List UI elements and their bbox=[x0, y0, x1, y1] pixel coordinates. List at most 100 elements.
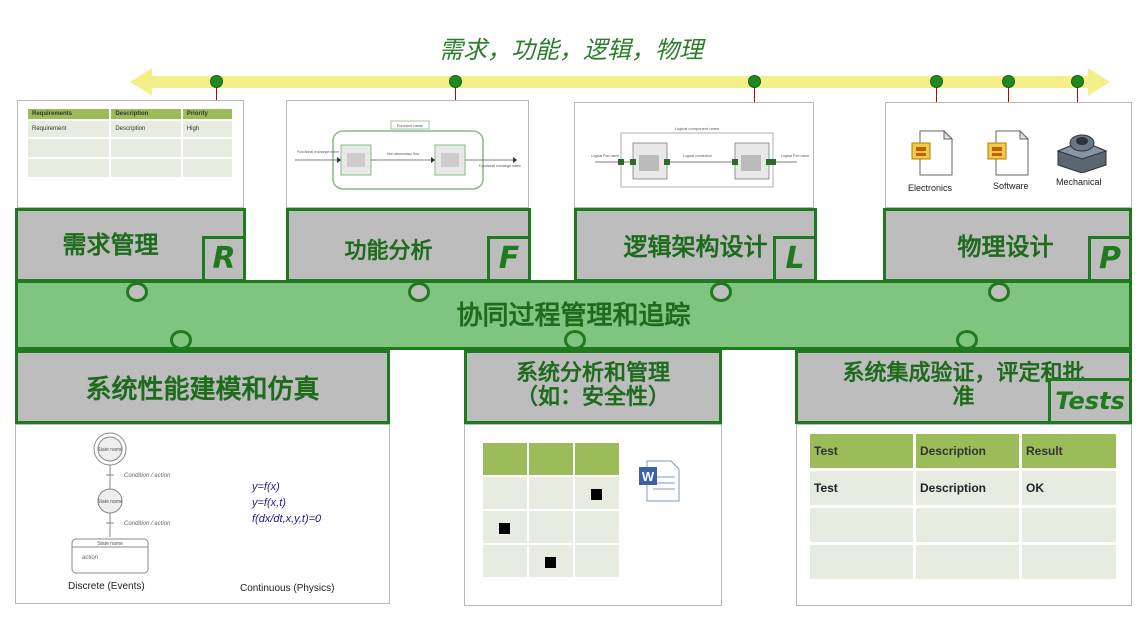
state-machine-diagram: State name Condition / action State name… bbox=[71, 432, 171, 574]
letter-badge: L bbox=[773, 236, 817, 282]
equation: y=f(x,t) bbox=[252, 497, 286, 509]
letter-badge: Tests bbox=[1048, 378, 1132, 424]
letter-badge: P bbox=[1088, 236, 1132, 282]
puzzle-knob bbox=[710, 282, 732, 302]
box-label: 系统集成验证，评定和批 bbox=[842, 361, 1085, 386]
function-label: Function name bbox=[397, 123, 424, 128]
tests-card: Test Description Result Test Description… bbox=[796, 424, 1132, 606]
puzzle-knob bbox=[126, 282, 148, 302]
grid-mark bbox=[499, 523, 510, 534]
box-label: 系统分析和管理 bbox=[515, 361, 670, 386]
timeline-title: 需求，功能，逻辑，物理 bbox=[439, 36, 703, 64]
table-header: Requirements bbox=[28, 109, 110, 119]
functional-analysis-box: 功能分析 F bbox=[286, 208, 531, 282]
tests-table: Test Description Result Test Description… bbox=[807, 431, 1119, 582]
continuous-label: Continuous (Physics) bbox=[240, 583, 335, 594]
box-label: 逻辑架构设计 bbox=[623, 233, 768, 261]
logical-card: Logical component name Logical Port name… bbox=[574, 102, 814, 208]
state-label: State name bbox=[97, 447, 123, 453]
table-cell: Description bbox=[916, 471, 1019, 505]
table-header: Test bbox=[810, 434, 913, 468]
state-label: State name bbox=[97, 541, 123, 547]
port-label: Logical Port name bbox=[781, 154, 809, 158]
timeline-dot bbox=[449, 75, 462, 88]
software-icon bbox=[987, 129, 1030, 176]
timeline-dot bbox=[930, 75, 943, 88]
table-header: Description bbox=[111, 109, 181, 119]
logical-diagram: Logical component name Logical Port name… bbox=[591, 126, 809, 188]
table-header: Result bbox=[1022, 434, 1116, 468]
physical-label-mechanical: Mechanical bbox=[1056, 177, 1102, 187]
box-label: 需求管理 bbox=[62, 231, 159, 259]
physical-label-electronics: Electronics bbox=[908, 183, 953, 193]
document-icon: W bbox=[639, 460, 680, 502]
box-label: （如：安全性） bbox=[515, 385, 670, 410]
letter-badge: R bbox=[202, 236, 246, 282]
logical-component-label: Logical component name bbox=[675, 126, 720, 131]
analysis-grid bbox=[483, 443, 619, 577]
logical-architecture-box: 逻辑架构设计 L bbox=[574, 208, 817, 282]
requirements-card: Requirements Description Priority Requir… bbox=[17, 100, 244, 208]
grid-cell bbox=[529, 477, 573, 509]
table-header: Priority bbox=[182, 109, 232, 119]
table-cell: Description bbox=[111, 121, 181, 137]
physical-design-box: 物理设计 P bbox=[883, 208, 1132, 282]
condition-label: Condition / action bbox=[124, 521, 171, 527]
action-label: action bbox=[82, 555, 99, 561]
connection-label: Logical connection bbox=[683, 154, 712, 158]
grid-cell bbox=[483, 477, 527, 509]
puzzle-knob bbox=[408, 282, 430, 302]
performance-modeling-box: 系统性能建模和仿真 bbox=[15, 350, 390, 424]
electronics-icon bbox=[911, 129, 954, 176]
discrete-label: Discrete (Events) bbox=[68, 581, 145, 592]
equation: f(dx/dt,x,y,t)=0 bbox=[252, 513, 322, 525]
timeline-dot bbox=[748, 75, 761, 88]
table-cell: OK bbox=[1022, 471, 1116, 505]
grid-cell bbox=[529, 511, 573, 543]
state-label: State name bbox=[97, 499, 123, 505]
physical-label-software: Software bbox=[993, 181, 1029, 191]
puzzle-knob bbox=[988, 282, 1010, 302]
table-cell: Requirement bbox=[28, 121, 110, 137]
requirements-management-box: 需求管理 R bbox=[15, 208, 246, 282]
grid-cell bbox=[575, 511, 619, 543]
condition-label: Condition / action bbox=[124, 473, 171, 479]
letter-badge: F bbox=[487, 236, 531, 282]
timeline-dot bbox=[210, 75, 223, 88]
equation: y=f(x) bbox=[252, 481, 280, 493]
port-label: Logical Port name bbox=[591, 154, 619, 158]
table-header: Description bbox=[916, 434, 1019, 468]
requirements-table: Requirements Description Priority Requir… bbox=[26, 107, 234, 179]
timeline-arrow bbox=[130, 68, 1110, 96]
timeline-dot bbox=[1071, 75, 1084, 88]
grid-cell bbox=[575, 545, 619, 577]
box-label: 准 bbox=[952, 385, 975, 410]
exchange-label: Functional exchange name bbox=[297, 150, 339, 154]
puzzle-knob bbox=[170, 330, 192, 350]
grid-mark bbox=[545, 557, 556, 568]
puzzle-knob bbox=[564, 330, 586, 350]
mechanical-icon bbox=[1056, 134, 1108, 173]
box-label: 功能分析 bbox=[344, 239, 433, 264]
integration-verification-box: 系统集成验证，评定和批 准 Tests bbox=[795, 350, 1132, 424]
grid-mark bbox=[591, 489, 602, 500]
table-cell: High bbox=[182, 121, 232, 137]
equations: y=f(x) y=f(x,t) f(dx/dt,x,y,t)=0 bbox=[252, 479, 321, 527]
exchange-label: Functional exchange name bbox=[479, 164, 521, 168]
puzzle-knob bbox=[956, 330, 978, 350]
system-analysis-box: 系统分析和管理 （如：安全性） bbox=[464, 350, 722, 424]
box-label: 系统性能建模和仿真 bbox=[85, 375, 320, 405]
band-label: 协同过程管理和追踪 bbox=[456, 301, 691, 331]
svg-text:W: W bbox=[642, 469, 655, 484]
performance-card: State name Condition / action State name… bbox=[15, 424, 390, 604]
timeline-connector bbox=[216, 86, 217, 104]
grid-cell bbox=[483, 545, 527, 577]
analysis-card: W bbox=[464, 424, 722, 606]
table-cell: Test bbox=[810, 471, 913, 505]
flow-label: Non-elementary flow bbox=[387, 152, 420, 156]
box-label: 物理设计 bbox=[957, 233, 1054, 261]
functional-diagram: Function name Functional exchange name F… bbox=[295, 120, 521, 190]
timeline-dot bbox=[1002, 75, 1015, 88]
functional-card: Function name Functional exchange name F… bbox=[286, 100, 529, 208]
physical-card: Electronics Software Mechanical bbox=[885, 102, 1132, 208]
